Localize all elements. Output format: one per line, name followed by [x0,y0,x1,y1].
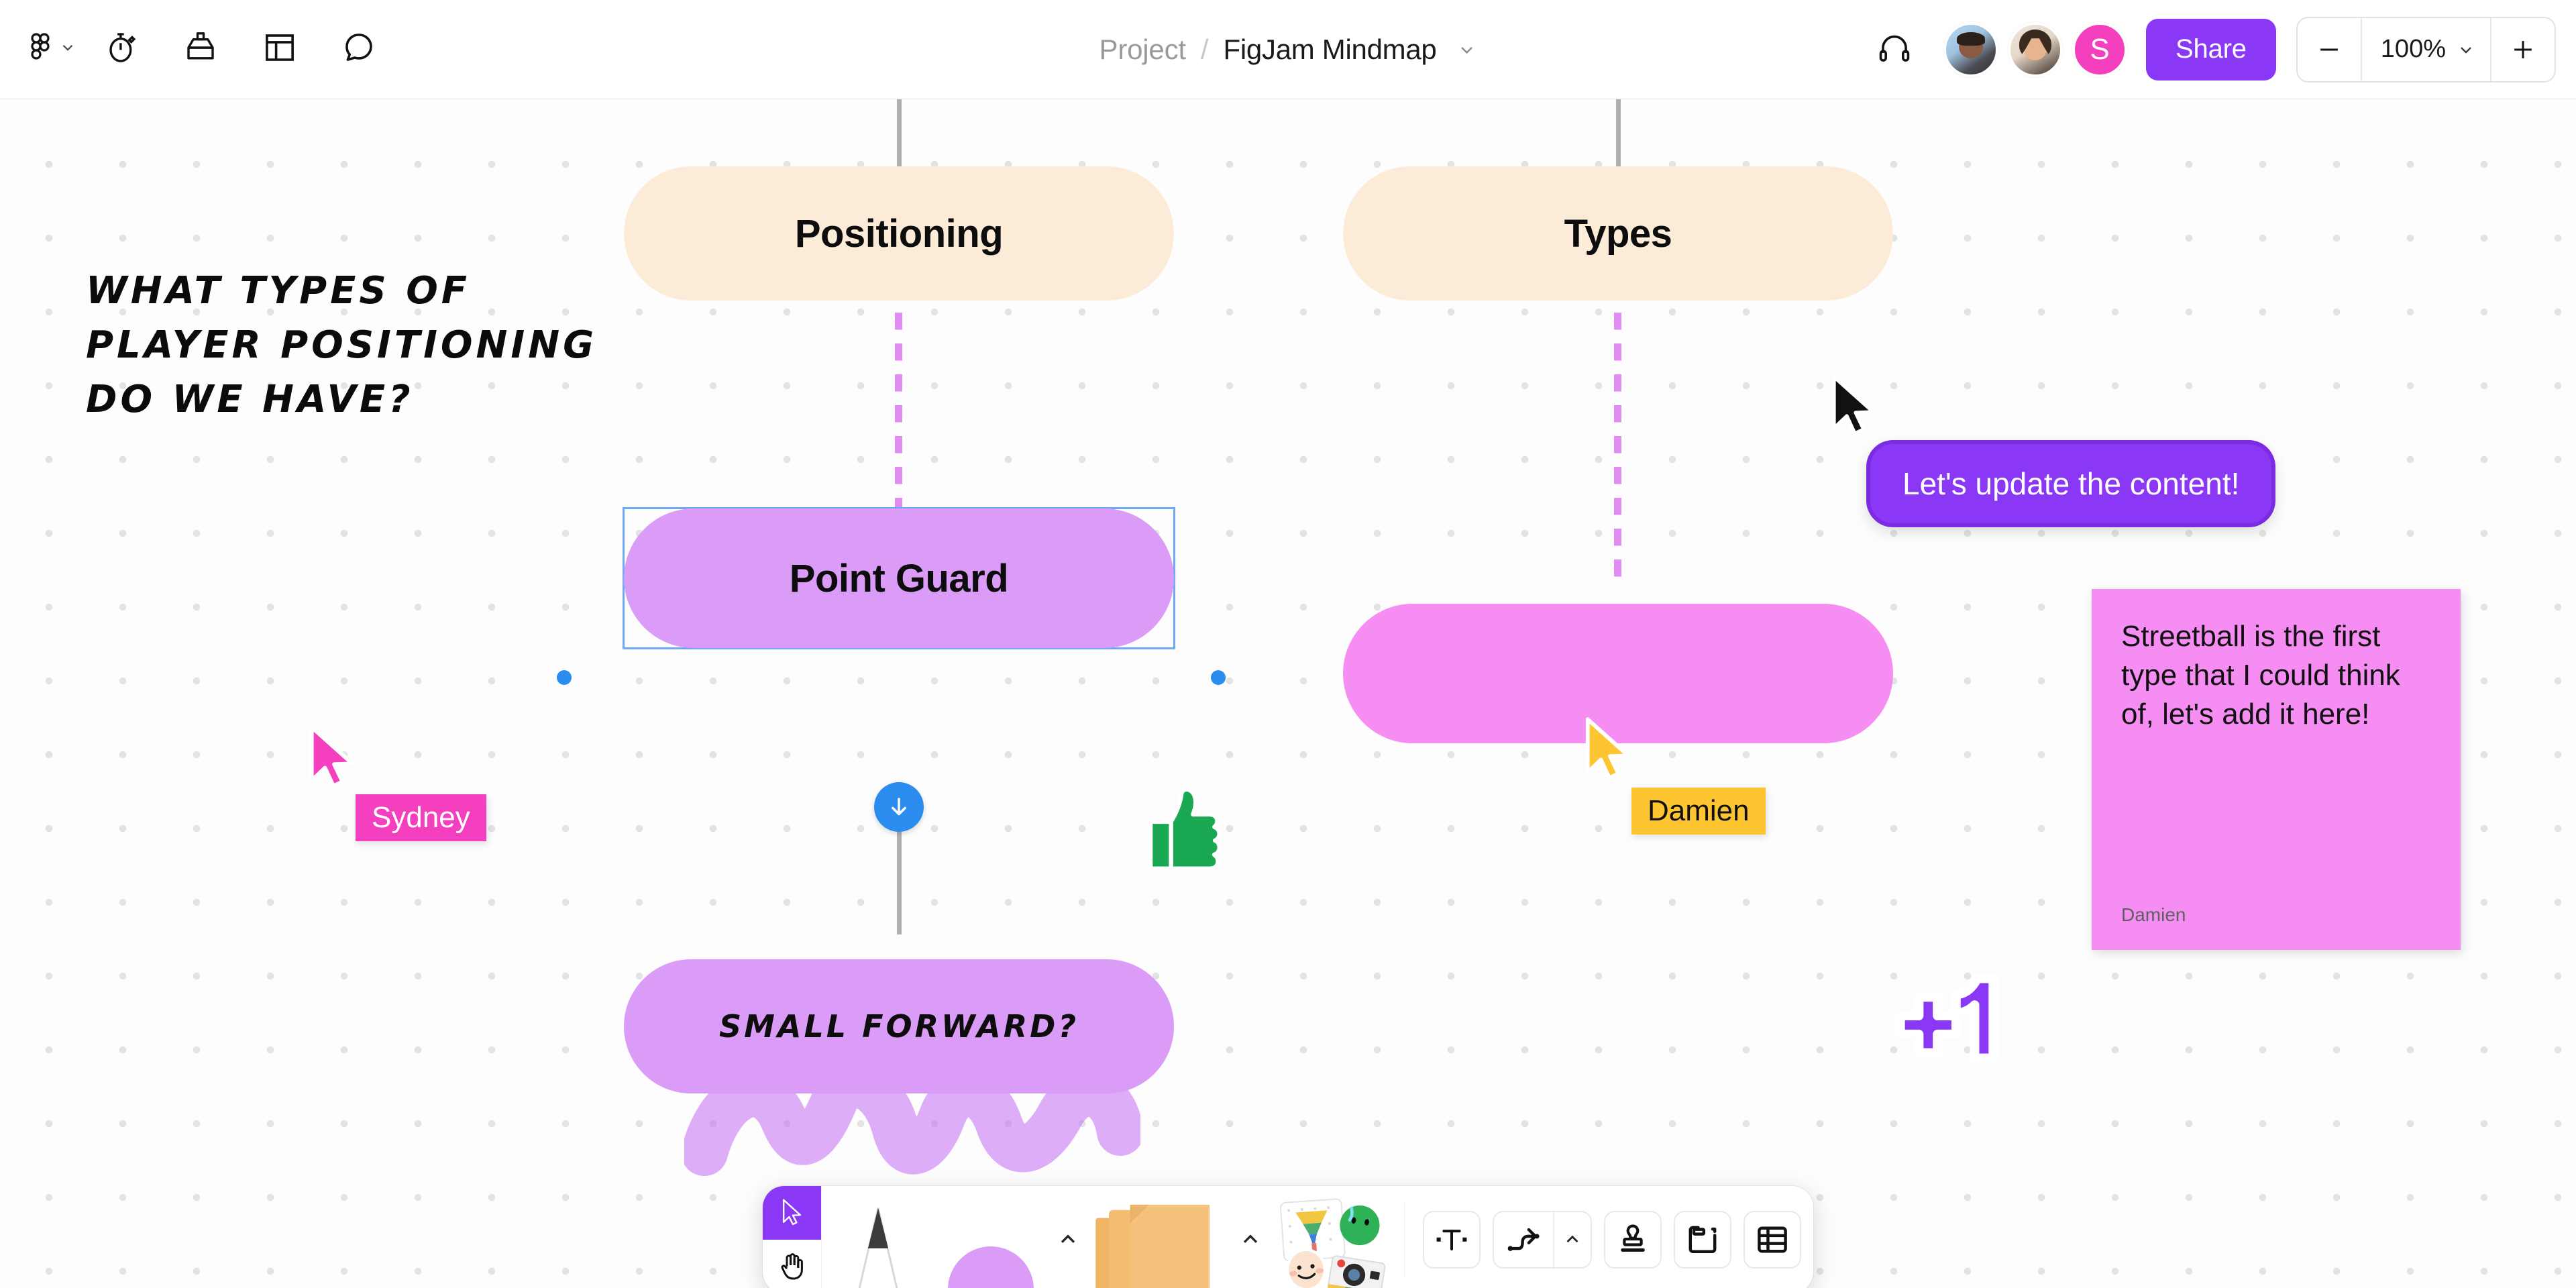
sticky-note-text: Streetball is the first type that I coul… [2121,620,2400,731]
text-tool[interactable] [1423,1211,1481,1269]
connector-tool[interactable] [1493,1211,1592,1269]
mindmap-node-small-forward[interactable]: SMALL FORWARD? [624,959,1174,1093]
thumbs-up-sticker [1148,787,1222,871]
marker-icon [858,1208,898,1288]
cursor-black [1832,375,1875,435]
sticky-note-author: Damien [2121,904,2186,925]
template-icon [262,30,298,69]
cursor-name: Damien [1648,794,1750,827]
zoom-controls: 100% [2296,16,2556,83]
breadcrumb-project[interactable]: Project [1099,33,1187,65]
headphones-icon [1876,30,1913,69]
zoom-level-dropdown[interactable]: 100% [2362,18,2490,81]
chevron-up-icon [1243,1234,1258,1243]
chat-bubble[interactable]: Let's update the content! [1866,440,2276,527]
figma-logo-icon [24,32,56,67]
zoom-out-button[interactable] [2298,17,2362,81]
cursor-label-damien: Damien [1631,788,1766,835]
marker-tool[interactable] [822,1186,934,1288]
mindmap-node-positioning[interactable]: Positioning [624,166,1174,301]
comment-icon [341,30,377,69]
top-bar: Project / FigJam Mindmap [0,0,2576,99]
shape-circle-icon [948,1246,1034,1288]
avatar-initial: S [2090,32,2110,66]
stamp-icon [1621,1224,1645,1252]
shape-options-chevron[interactable] [1047,1186,1089,1288]
mindmap-node-types[interactable]: Types [1343,166,1893,301]
share-button[interactable]: Share [2146,18,2276,80]
zoom-level-value: 100% [2380,35,2446,63]
comment-button[interactable] [319,15,398,85]
chevron-up-icon [1061,1234,1075,1243]
chevron-down-icon [59,39,76,60]
zoom-in-button[interactable] [2490,17,2555,81]
node-label: Point Guard [789,556,1009,600]
select-tool[interactable] [763,1186,821,1240]
stickers-icon [1280,1198,1386,1288]
toolbar-divider [1404,1203,1405,1276]
shape-tool[interactable] [934,1186,1047,1288]
hand-icon [781,1253,803,1280]
timer-button[interactable] [82,15,161,85]
hand-tool[interactable] [763,1240,821,1288]
connector-options-chevron[interactable] [1553,1212,1591,1267]
stamp-tool[interactable] [1604,1211,1662,1269]
chevron-up-icon [1566,1235,1578,1243]
sticky-note-icon [1095,1204,1210,1288]
connector-types-to-child [1614,313,1621,581]
breadcrumb-separator: / [1200,33,1209,65]
sticky-note-tool[interactable] [1089,1186,1230,1288]
vote-box-icon [182,30,219,69]
arrow-down-icon [892,798,906,816]
connector-tool-button[interactable] [1494,1212,1553,1267]
connector-positioning-to-point-guard [895,313,902,541]
template-button[interactable] [240,15,319,85]
sticky-options-chevron[interactable] [1230,1186,1271,1288]
selection-handle-right[interactable] [1211,670,1226,685]
top-bar-right: S Share 100% [1855,15,2556,85]
avatar-user-1[interactable] [1943,21,1999,77]
avatar-user-3[interactable]: S [2072,21,2128,77]
selection-handle-left[interactable] [557,670,572,685]
top-bar-left-tools [0,15,398,85]
chevron-down-icon[interactable] [1456,40,1477,60]
breadcrumb-file-name[interactable]: FigJam Mindmap [1223,33,1437,65]
canvas[interactable]: WHAT TYPES OF PLAYER POSITIONING DO WE H… [0,99,2576,1288]
text-icon [1436,1230,1467,1250]
cursor-label-sydney: Sydney [356,794,486,841]
breadcrumb: Project / FigJam Mindmap [1099,34,1477,66]
tool-mode-group [763,1186,822,1288]
node-label: SMALL FORWARD? [718,1008,1079,1044]
timer-icon [103,30,140,69]
mindmap-node-point-guard[interactable]: Point Guard [624,508,1174,648]
section-icon [1688,1226,1717,1253]
mindmap-node-types-child[interactable] [1343,604,1893,743]
connector-into-positioning [897,99,902,166]
avatar-user-2[interactable] [2008,21,2063,77]
connector-into-types [1616,99,1621,166]
stickers-tool[interactable] [1271,1186,1392,1288]
node-label: Positioning [794,211,1004,256]
handwritten-note[interactable]: WHAT TYPES OF PLAYER POSITIONING DO WE H… [86,269,598,422]
connector-point-guard-to-small-forward [897,807,902,934]
chat-bubble-text: Let's update the content! [1902,466,2240,501]
node-label: Types [1564,211,1672,256]
cursor-name: Sydney [372,801,470,834]
chevron-down-icon [2461,46,2471,54]
table-tool[interactable] [1743,1211,1801,1269]
table-icon [1758,1226,1787,1253]
bottom-toolbar [763,1186,1813,1288]
audio-button[interactable] [1855,15,1934,85]
vote-button[interactable] [161,15,240,85]
cursor-sydney [309,725,354,788]
add-child-node-button[interactable] [874,782,924,832]
connector-icon [1507,1228,1540,1251]
plus-one-sticker [1895,973,1998,1063]
cursor-arrow-icon [782,1199,801,1226]
sticky-note[interactable]: Streetball is the first type that I coul… [2092,589,2461,950]
section-tool[interactable] [1674,1211,1731,1269]
figma-menu-button[interactable] [17,15,82,85]
